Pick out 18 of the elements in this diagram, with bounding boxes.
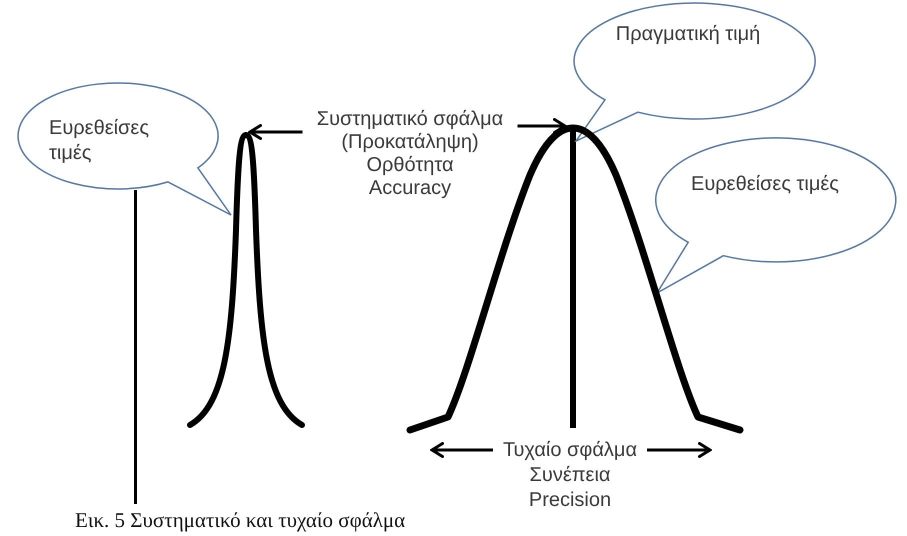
annotation-text: Accuracy xyxy=(368,177,452,200)
bell-curve xyxy=(186,131,306,429)
speech-bubble xyxy=(655,137,897,294)
figure-caption: Εικ. 5 Συστηματικό και τυχαίο σφάλμα xyxy=(75,508,406,533)
annotation-text: Τυχαίο σφάλμα xyxy=(502,438,638,463)
callout-label: Ευρεθείσες τιμές xyxy=(49,116,150,166)
annotation-text: Συνέπεια xyxy=(528,463,612,488)
speech-bubble xyxy=(573,2,816,142)
callout-label: Ευρεθείσες τιμές xyxy=(691,172,839,197)
annotation-text: Ορθότητα xyxy=(365,154,455,177)
arrow xyxy=(518,118,566,134)
annotation-text: Precision xyxy=(528,488,612,513)
arrow xyxy=(430,442,493,458)
annotation-text: Συστηματικό σφάλμα (Προκατάληψη) xyxy=(316,108,504,154)
arrow xyxy=(248,124,302,140)
arrow xyxy=(647,442,712,458)
speech-bubble xyxy=(17,82,232,216)
callout-label: Πραγματική τιμή xyxy=(616,22,760,47)
